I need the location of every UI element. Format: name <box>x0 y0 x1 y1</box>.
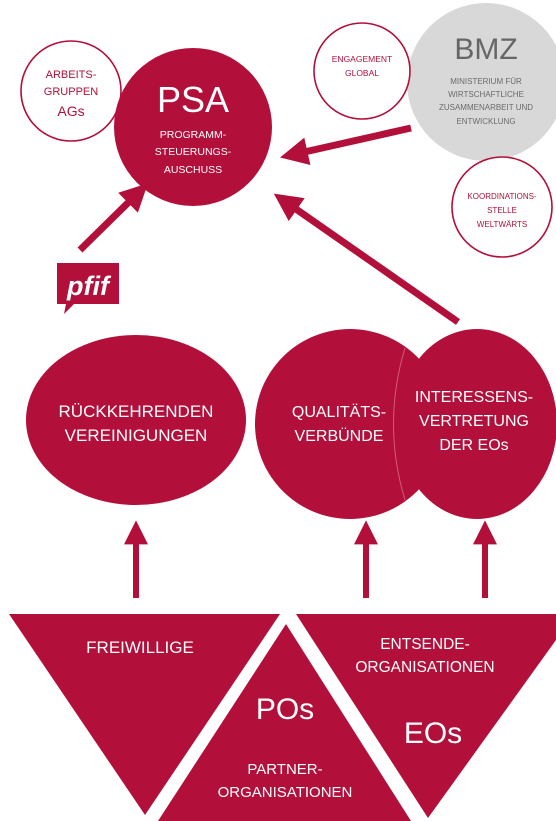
engagement-global-line1: ENGAGEMENT <box>332 54 392 64</box>
rueckkehrenden-ellipse <box>26 335 246 505</box>
freiwillige-label: FREIWILLIGE <box>86 638 194 657</box>
pos-line1: PARTNER- <box>247 761 322 778</box>
interessensvertretung-ellipse <box>397 329 556 519</box>
rueckkehrenden-line2: VEREINIGUNGEN <box>65 426 208 445</box>
koordinationsstelle-circle <box>451 156 553 258</box>
koordinationsstelle-line2: STELLE <box>487 206 517 215</box>
koordinationsstelle-node: KOORDINATIONS- STELLE WELTWÄRTS <box>451 156 553 258</box>
freiwillige-triangle <box>9 614 280 815</box>
eos-title: EOs <box>404 717 462 750</box>
pos-node: POs PARTNER- ORGANISATIONEN <box>158 624 411 821</box>
psa-line1: PROGRAMM- <box>160 129 227 141</box>
arrow-eos-to-psa <box>273 193 461 325</box>
qualitaetsverbuende-line2: VERBÜNDE <box>295 427 384 445</box>
interessensvertretung-line3: DER EOs <box>439 437 508 454</box>
qualitaetsverbuende-line1: QUALITÄTS- <box>292 403 386 421</box>
arrow-bmz-to-psa <box>280 124 412 165</box>
bmz-line3: ZUSAMMENARBEIT UND <box>439 103 533 112</box>
interessensvertretung-line1: INTERESSENS- <box>415 389 533 406</box>
eos-line2: ORGANISATIONEN <box>355 659 494 676</box>
bmz-line4: ENTWICKLUNG <box>456 117 515 126</box>
bmz-node: BMZ MINISTERIUM FÜR WIRTSCHAFTLICHE ZUSA… <box>407 3 556 161</box>
arrow-pfif-to-psa <box>77 183 148 253</box>
psa-node: PSA PROGRAMM- STEUERUNGS- AUSCHUSS <box>114 48 272 206</box>
arbeitsgruppen-line2: GRUPPEN <box>44 86 98 98</box>
pos-triangle <box>158 624 411 821</box>
engagement-global-node: ENGAGEMENT GLOBAL <box>313 22 411 120</box>
psa-title: PSA <box>157 79 229 120</box>
arbeitsgruppen-circle <box>20 40 122 142</box>
interessensvertretung-node <box>397 329 556 519</box>
koordinationsstelle-line3: WELTWÄRTS <box>477 220 527 229</box>
eos-triangle <box>296 614 556 818</box>
pos-line2: ORGANISATIONEN <box>218 784 353 801</box>
rueckkehrenden-line1: RÜCKKEHRENDEN <box>59 402 214 421</box>
freiwillige-node: FREIWILLIGE <box>9 614 280 815</box>
koordinationsstelle-line1: KOORDINATIONS- <box>467 192 537 201</box>
overlap-divider <box>393 347 406 501</box>
eos-line1: ENTSENDE- <box>380 636 470 653</box>
pfif-logo-shape <box>57 263 119 314</box>
psa-line3: AUSCHUSS <box>164 164 222 176</box>
psa-line2: STEUERUNGS- <box>155 146 232 158</box>
arbeitsgruppen-line1: ARBEITS- <box>46 69 97 81</box>
bmz-circle <box>407 3 556 161</box>
rueckkehrenden-node: RÜCKKEHRENDEN VEREINIGUNGEN <box>26 335 246 505</box>
psa-circle <box>114 48 272 206</box>
engagement-global-line2: GLOBAL <box>345 68 379 78</box>
pfif-logo: pfif <box>57 263 119 314</box>
interessensvertretung-line2: VERTRETUNG <box>419 413 529 430</box>
eos-node: ENTSENDE- ORGANISATIONEN EOs <box>296 614 556 818</box>
arbeitsgruppen-line3: AGs <box>57 103 84 119</box>
engagement-global-circle <box>313 22 411 120</box>
bmz-title: BMZ <box>454 33 517 66</box>
bmz-line1: MINISTERIUM FÜR <box>450 77 522 86</box>
bmz-line2: WIRTSCHAFTLICHE <box>448 90 524 99</box>
pfif-logo-text: pfif <box>66 271 112 301</box>
arbeitsgruppen-node: ARBEITS- GRUPPEN AGs <box>20 40 122 142</box>
pos-title: POs <box>256 693 314 726</box>
